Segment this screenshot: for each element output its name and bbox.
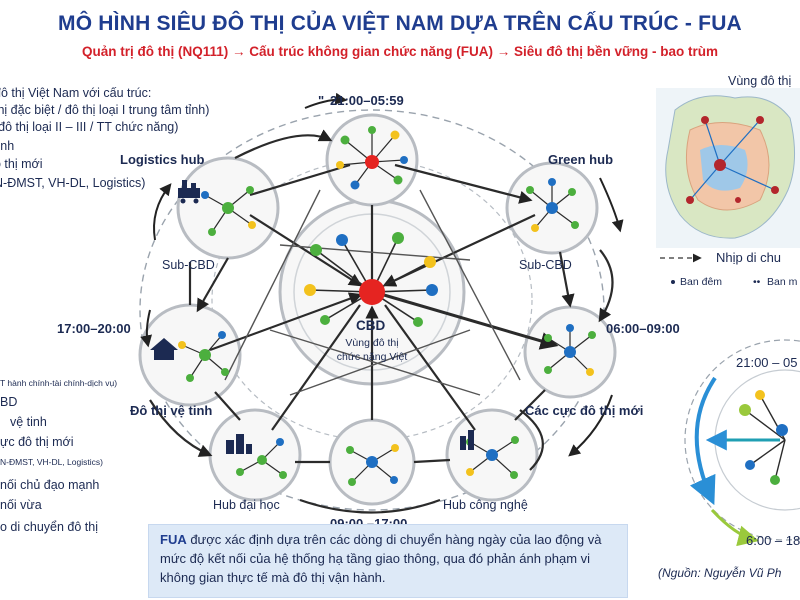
logistics-building-icon	[178, 180, 200, 204]
region-map	[656, 88, 800, 248]
source-credit: (Nguồn: Nguyễn Vũ Ph	[658, 566, 782, 580]
legend-day-label: Ban m	[767, 276, 798, 288]
university-hub-circle	[208, 408, 302, 502]
cbd-sublabel-1: Vùng đô thị	[345, 337, 399, 349]
page-title: MÔ HÌNH SIÊU ĐÔ THỊ CỦA VIỆT NAM DỰA TRÊ…	[58, 12, 742, 35]
fua-note-box	[148, 524, 628, 598]
university-building-icon	[226, 434, 252, 454]
cbd-label: CBD	[356, 318, 386, 333]
fua-note-lead: FUA	[160, 532, 187, 547]
night-hub-core-node	[365, 155, 379, 169]
legend-line: N-ĐMST, VH-DL, Logistics)	[0, 457, 103, 467]
legend-night-label: Ban đêm	[680, 276, 723, 288]
green-hub-label: Green hub	[548, 152, 614, 167]
time-evening: 17:00–20:00	[57, 321, 131, 336]
time-night: 21:00–05:59	[330, 93, 404, 108]
fua-note-text: FUA được xác định dựa trên các dòng di c…	[160, 530, 620, 587]
legend-line: ực đô thị mới	[0, 435, 74, 449]
legend-line: vệ tinh	[10, 415, 47, 429]
legend-line: tinh	[0, 139, 15, 153]
cbd-nodes	[304, 232, 438, 327]
university-hub-label: Hub đại học	[213, 498, 280, 512]
legend-line: nối vừa	[0, 498, 42, 512]
mini-time-bottom: 6:00 – 18	[746, 533, 800, 548]
legend-line: nối chủ đạo mạnh	[0, 478, 100, 492]
legend-line: thị đặc biệt / đô thị loại I trung tâm t…	[0, 103, 210, 117]
new-poles-label: Các cực đô thị mới	[525, 403, 644, 418]
page-subtitle: Quản trị đô thị (NQ111) → Cấu trúc không…	[81, 44, 719, 59]
legend-line: o di chuyển đô thị	[0, 520, 98, 534]
time-morning: 06:00–09:00	[606, 321, 680, 336]
legend-line: N-ĐMST, VH-DL, Logistics)	[0, 176, 146, 190]
logistics-hub-label: Logistics hub	[120, 152, 205, 167]
legend-line: đô thị Việt Nam với cấu trúc:	[0, 86, 152, 100]
sub-cbd-left-label: Sub-CBD	[162, 258, 215, 272]
legend-line: ô thị mới	[0, 157, 43, 171]
mini-time-top: 21:00 – 05	[736, 355, 798, 370]
legend-day-marker: ••	[753, 276, 761, 288]
mini-rhythm-diagram	[684, 339, 800, 547]
cbd-sublabel-2: chức năng Việt	[336, 351, 408, 363]
region-map-title: Vùng đô thị	[728, 74, 792, 88]
legend-line: BD	[0, 395, 18, 409]
cbd-core-node	[359, 279, 385, 305]
legend-line: (đô thị loại II – III / TT chức năng)	[0, 120, 179, 134]
rhythm-title: Nhịp di chu	[716, 250, 782, 265]
tech-hub-label: Hub công nghệ	[443, 498, 528, 512]
legend-line: T hành chính-tài chính-dịch vụ)	[0, 378, 118, 388]
satellite-label: Đô thị vệ tinh	[130, 403, 213, 418]
tech-building-icon	[460, 430, 474, 450]
fua-note-body: được xác định dựa trên các dòng di chuyể…	[160, 532, 602, 585]
night-mark: "	[318, 93, 325, 108]
house-icon	[150, 338, 178, 360]
sub-cbd-right-label: Sub-CBD	[519, 258, 572, 272]
